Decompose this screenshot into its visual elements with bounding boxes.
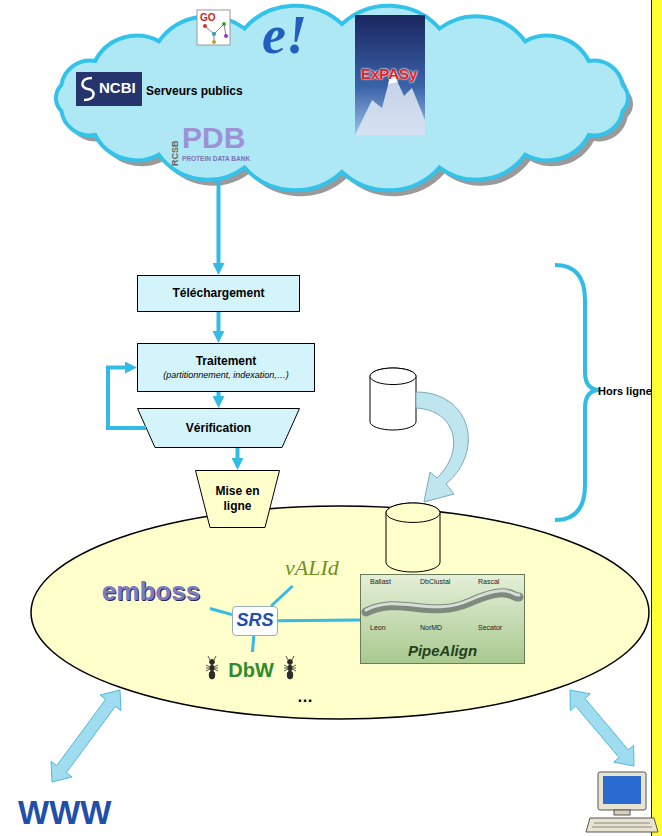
valid-logo: vALId <box>272 550 352 586</box>
node-text: DbW <box>228 658 274 682</box>
module-name: NorMD <box>420 624 442 632</box>
module-name: DbClustal <box>420 578 450 586</box>
node-text: SRS <box>236 610 273 632</box>
module-name: Leon <box>370 624 386 632</box>
expasy-logo <box>355 15 425 135</box>
side-band <box>652 0 662 836</box>
publish-trapezoid: Mise en ligne <box>195 470 280 528</box>
web-label: WWW <box>18 795 111 831</box>
process-box: Traitement (partitionnement, indexation,…… <box>137 343 315 392</box>
flow-arrow <box>217 180 221 263</box>
logo-text: PROTEIN DATA BANK <box>182 155 250 162</box>
module-name: Ballast <box>370 578 391 586</box>
flow-arrow <box>217 392 221 396</box>
cloud-shape <box>56 6 628 191</box>
node-text: PipeAlign <box>408 642 477 660</box>
database-cylinder <box>386 503 440 572</box>
sync-arrow <box>416 392 468 502</box>
node-text: Vérification <box>186 421 251 435</box>
trapezoid-shape <box>196 471 280 528</box>
node-text: emboss <box>102 576 200 607</box>
check-trapezoid: Vérification <box>137 408 300 448</box>
logo-text: e! <box>262 6 307 65</box>
double-arrow <box>51 690 121 782</box>
node-outline <box>30 505 650 720</box>
side-band-edge <box>651 0 652 836</box>
link-line <box>252 636 253 652</box>
node-text: vALId <box>285 555 339 581</box>
flow-arrow <box>217 312 221 331</box>
flow-arrow <box>236 448 240 458</box>
tools-ellipse: … vALId embossSRS PipeAlignDbW <box>30 505 650 720</box>
logo-text: PDB <box>182 121 245 154</box>
node-text: (partitionnement, indexation,…) <box>163 370 289 381</box>
ant-icons <box>206 656 296 679</box>
flow-arrow <box>108 368 146 429</box>
node-text: … <box>297 687 313 706</box>
process-box: Téléchargement <box>137 275 300 312</box>
logo-text: NCBI <box>99 80 136 97</box>
node-text: Mise en ligne <box>207 484 269 514</box>
node-text: Téléchargement <box>172 286 264 300</box>
double-arrow <box>570 690 634 766</box>
node-text: Serveurs publics <box>146 84 243 98</box>
pipe-illustration <box>366 591 519 612</box>
link-line <box>278 618 360 622</box>
emboss-logo: emboss <box>92 572 210 612</box>
link-line <box>271 586 293 606</box>
srs-logo: SRS <box>232 606 278 636</box>
logo-text: GO <box>200 12 216 23</box>
computer-icon <box>586 772 658 832</box>
dbw-logo: DbW <box>205 652 297 688</box>
logo-text: ExPASy <box>361 66 417 83</box>
pipealign-logo: PipeAlign <box>360 574 525 664</box>
go-logo <box>197 10 230 45</box>
module-name: Rascal <box>478 578 499 586</box>
ncbi-logo <box>76 72 142 106</box>
module-name: Secator <box>478 624 502 632</box>
trapezoid-shape <box>138 409 300 448</box>
ellipse-shape <box>31 506 649 719</box>
logo-text: RCSB <box>171 140 181 166</box>
link-line <box>210 608 232 614</box>
database-cylinder <box>370 368 416 430</box>
node-text: Traitement <box>196 354 257 368</box>
bracket-label: Hors ligne <box>598 385 652 397</box>
offline-bracket <box>555 265 600 520</box>
